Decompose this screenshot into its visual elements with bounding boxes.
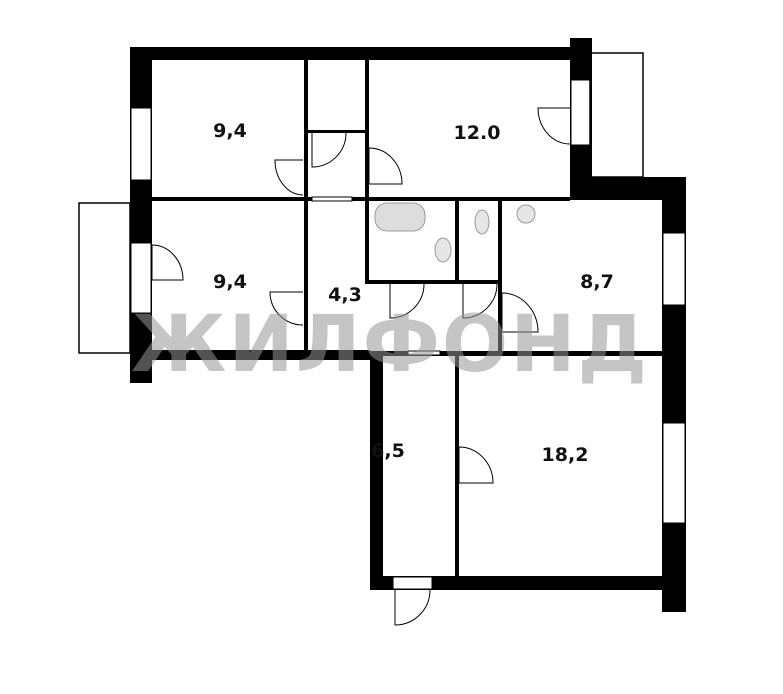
- door-opening: [407, 350, 441, 356]
- door-swing: [274, 159, 304, 196]
- door-swing: [501, 292, 539, 333]
- wall-middle-right: [370, 351, 662, 356]
- room-area-label: 6,5: [371, 440, 405, 462]
- partition-lower: [455, 355, 459, 577]
- partition-v2: [365, 60, 369, 283]
- door-swing: [311, 132, 347, 168]
- toilet-icon: [474, 209, 490, 235]
- door-swing: [458, 446, 494, 484]
- door-opening: [311, 196, 353, 202]
- wall-lower-left: [370, 351, 383, 590]
- bathtub-icon: [374, 202, 426, 232]
- window: [130, 242, 152, 314]
- door-swing: [462, 283, 498, 319]
- partition-bath-bottom: [365, 280, 501, 284]
- window: [662, 232, 686, 306]
- windows: [130, 79, 686, 590]
- room-area-label: 8,7: [580, 271, 614, 293]
- window: [130, 107, 152, 181]
- door-swing: [269, 291, 304, 326]
- door-swing: [537, 107, 571, 145]
- entrance-door-opening: [392, 576, 433, 590]
- door-swing: [151, 244, 184, 281]
- room-area-label: 9,4: [213, 271, 247, 293]
- kitchen-sink-icon: [516, 204, 536, 224]
- sink-icon: [434, 237, 452, 263]
- window: [662, 422, 686, 524]
- wall-bottom: [370, 576, 670, 590]
- balconies: [78, 52, 644, 354]
- wall-middle-left: [130, 350, 370, 360]
- wall-top: [130, 47, 590, 60]
- door-swing: [368, 147, 403, 185]
- partition-bath-wc: [455, 200, 459, 283]
- partition-horizontal: [152, 197, 570, 201]
- door-swing: [389, 283, 425, 319]
- room-area-label: 9,4: [213, 120, 247, 142]
- room-area-label: 4,3: [328, 284, 362, 306]
- window: [570, 79, 592, 146]
- room-area-label: 12.0: [453, 122, 501, 144]
- fixtures: [374, 202, 536, 263]
- room-area-label: 18,2: [541, 444, 589, 466]
- balcony-right: [589, 52, 644, 178]
- partition-v1: [304, 60, 308, 353]
- door-swing: [394, 589, 431, 626]
- partition-closet: [308, 130, 368, 133]
- partition-kitchen: [498, 200, 502, 353]
- watermark: ЖИЛФОНД: [131, 300, 649, 390]
- wall-right-step: [570, 177, 686, 200]
- balcony-left: [78, 202, 131, 354]
- door-swings: [151, 107, 571, 626]
